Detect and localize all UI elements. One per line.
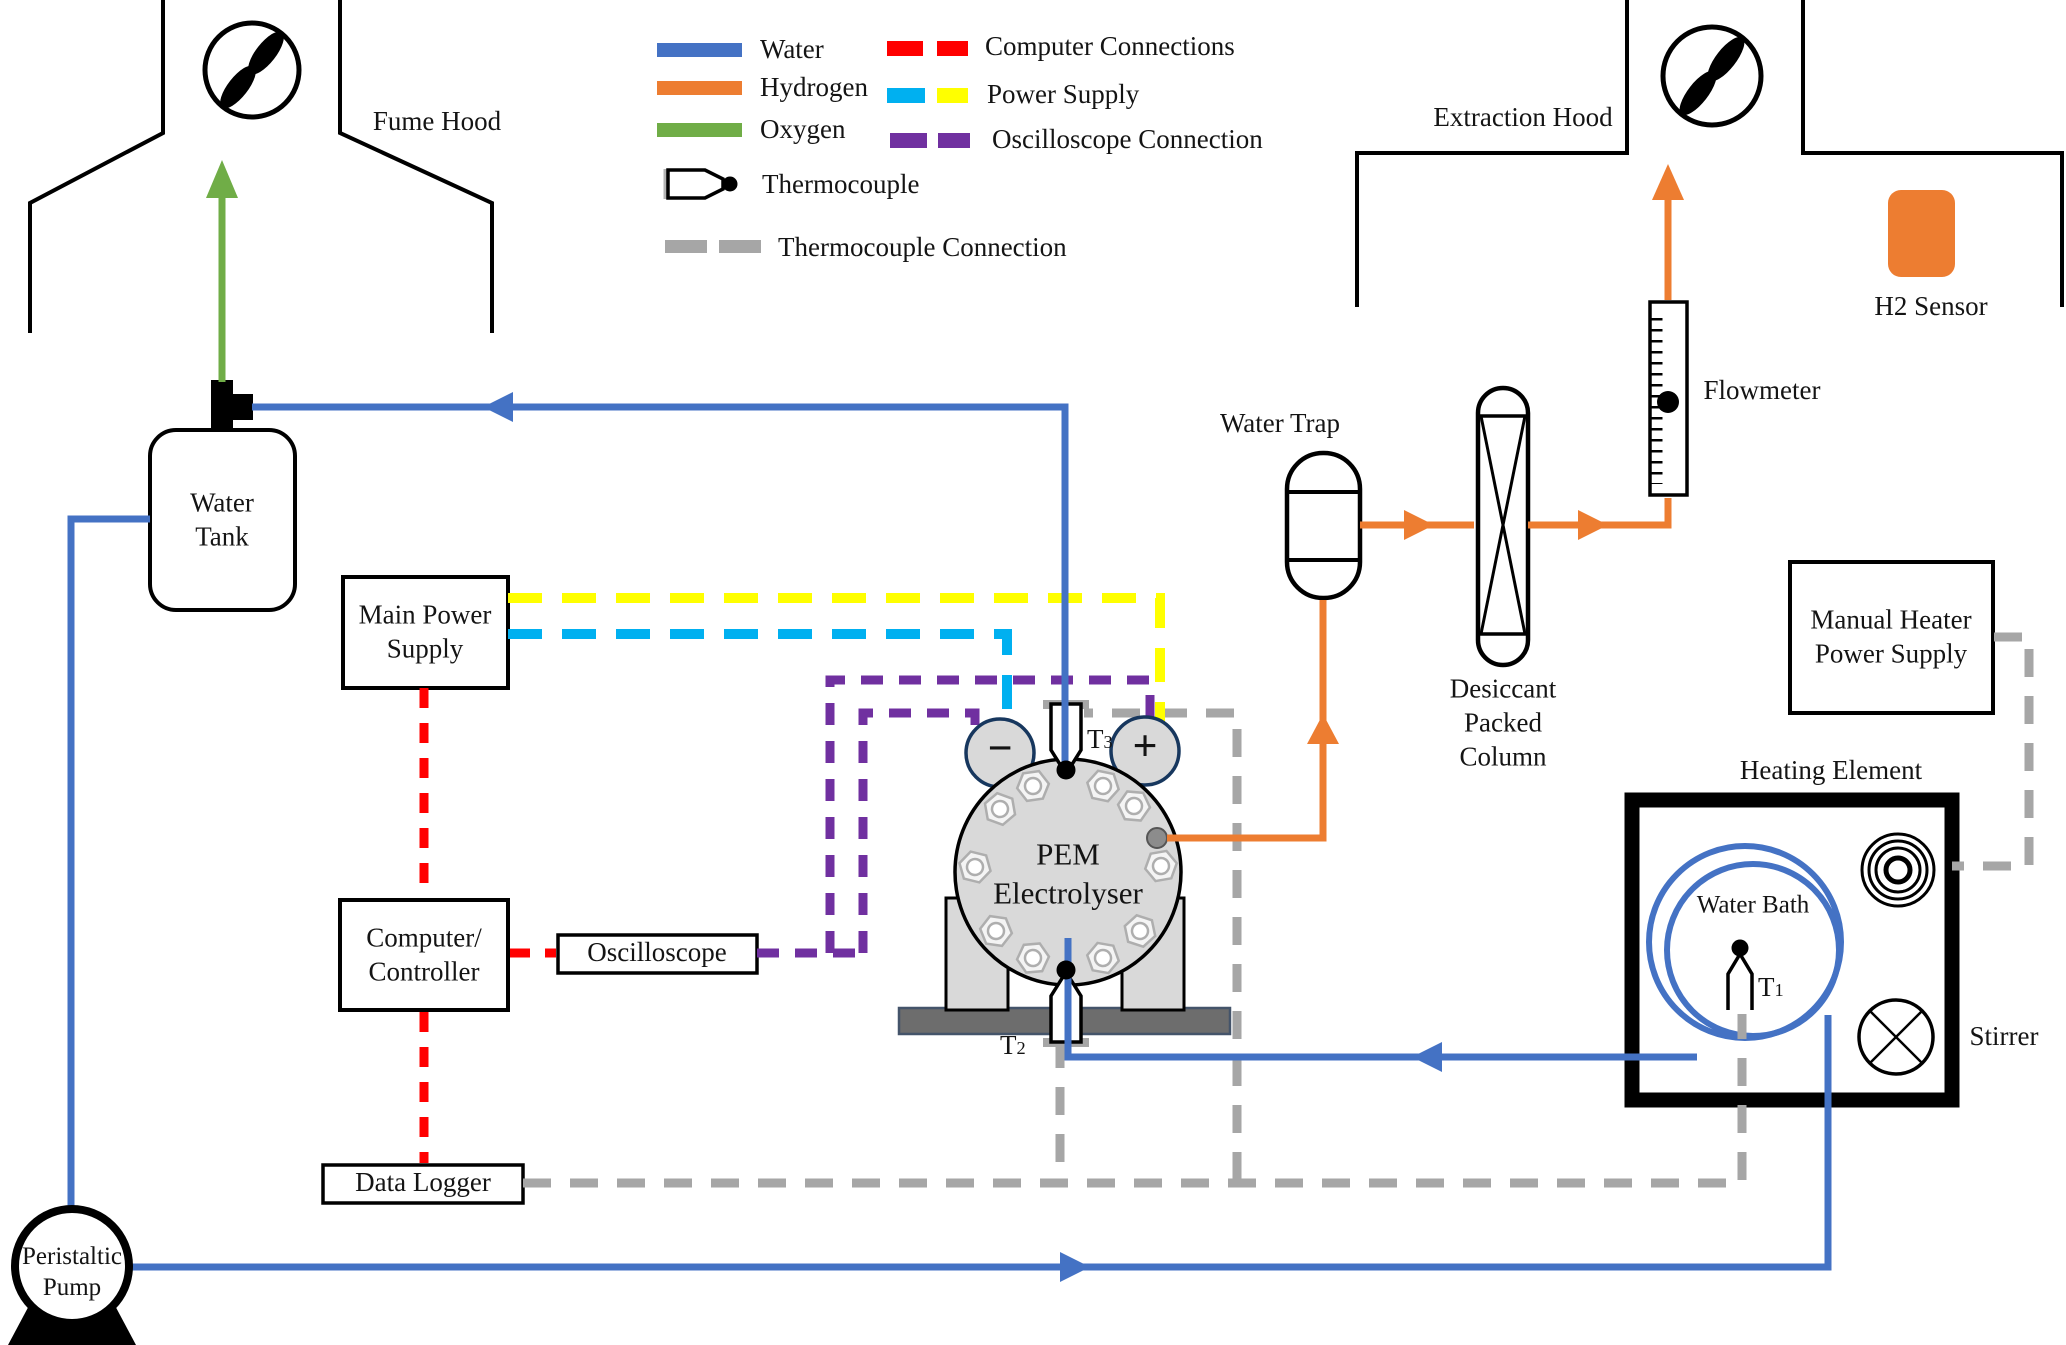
power-supply-cyan-line: [508, 629, 1012, 753]
computer-line-swatch: [887, 41, 923, 56]
pump-to-bath-line: [131, 1015, 1832, 1271]
fan-icon: [1660, 24, 1764, 128]
hydrogen-outlet-port: [1146, 827, 1168, 849]
water-tank-shape: [148, 380, 297, 612]
computer-controller-box: [338, 898, 510, 1012]
legend-hydrogen-label: Hydrogen: [760, 72, 868, 103]
fume-hood-label: Fume Hood: [372, 106, 502, 137]
water-return-line: [252, 403, 1069, 768]
oscilloscope-line-swatch: [890, 133, 927, 148]
arrow-right-icon: [1404, 510, 1434, 540]
water-trap-label: Water Trap: [1219, 408, 1341, 439]
process-pipes: [67, 198, 1832, 1271]
thermocouple-t3-tip: [1056, 760, 1076, 780]
fume-hood-shape: [28, 0, 494, 333]
t1-label: T1: [1758, 972, 1784, 1003]
thermocouple-line-swatch: [665, 240, 707, 253]
thermocouple-t1-icon: [1726, 939, 1754, 1010]
oscilloscope-label: Oscilloscope: [587, 937, 727, 968]
power-supply-yellow-line: [508, 593, 1165, 741]
plus-terminal-tab: [1109, 715, 1181, 787]
arrow-up-icon: [206, 160, 238, 198]
manual-heater-power-supply-box: [1788, 560, 1995, 715]
arrow-right-icon: [1060, 1252, 1090, 1282]
extraction-hood-label: Extraction Hood: [1433, 102, 1613, 133]
h2-sensor-label: H2 Sensor: [1874, 291, 1988, 322]
extraction-hood-shape: [1355, 0, 2064, 307]
water-line-swatch: [657, 43, 742, 57]
peristaltic-pump-shape: [8, 1205, 136, 1345]
stirrer-icon: [1857, 998, 1935, 1076]
stirrer-label: Stirrer: [1969, 1021, 2039, 1052]
heating-element-label: Heating Element: [1739, 755, 1923, 786]
flowmeter-label: Flowmeter: [1703, 375, 1821, 406]
hydrogen-line-3: [1528, 498, 1672, 529]
computer-controller-label: Computer/Controller: [366, 922, 482, 986]
t3-label: T3: [1087, 724, 1113, 755]
tank-to-pump-line: [67, 515, 150, 1209]
water-bath-label: Water Bath: [1696, 891, 1810, 919]
flow-arrows: [206, 160, 1684, 1282]
flowmeter-float: [1657, 391, 1679, 413]
tank-fitting: [211, 380, 233, 432]
legend-power-supply-label: Power Supply: [987, 79, 1140, 110]
thermocouple-t2-tip: [1056, 960, 1076, 980]
heater-power-line: [1952, 632, 2034, 871]
main-power-supply-box: [341, 575, 510, 690]
hydrogen-line-1: [1167, 600, 1327, 842]
legend-swatches: [657, 41, 970, 253]
legend-computer-connections-label: Computer Connections: [985, 31, 1235, 62]
arrow-up-icon: [1307, 714, 1339, 744]
heater-coil-icon: [1860, 832, 1936, 908]
desiccant-column-shape: [1475, 385, 1531, 668]
signal-lines: [419, 593, 2034, 1188]
t2-label: T2: [1000, 1030, 1026, 1061]
h2-sensor-shape: [1888, 190, 1955, 277]
arrow-left-icon: [483, 392, 513, 422]
data-logger-label: Data Logger: [355, 1167, 491, 1198]
arrow-right-icon: [1578, 510, 1608, 540]
arrow-up-icon: [1652, 164, 1684, 200]
heating-element-shape: [1624, 792, 1960, 1108]
legend-thermocouple-connection-label: Thermocouple Connection: [778, 232, 1067, 263]
power-supply-swatch: [887, 88, 925, 103]
legend-water-label: Water: [760, 34, 824, 65]
pem-electrolyser-shape: [897, 700, 1232, 1047]
water-trap-shape: [1284, 450, 1363, 601]
arrow-left-icon: [1412, 1042, 1442, 1072]
legend-thermocouple-label: Thermocouple: [762, 169, 920, 200]
fan-icon: [202, 20, 302, 120]
minus-terminal-label: −: [987, 723, 1013, 773]
thermocouple-icon: [663, 168, 738, 200]
plus-terminal-label: +: [1132, 721, 1158, 771]
oxygen-line-swatch: [657, 123, 742, 137]
legend-oscilloscope-connection-label: Oscilloscope Connection: [992, 124, 1263, 155]
flowmeter-shape: [1648, 300, 1689, 497]
hydrogen-line-swatch: [657, 81, 742, 95]
legend-oxygen-label: Oxygen: [760, 114, 846, 145]
